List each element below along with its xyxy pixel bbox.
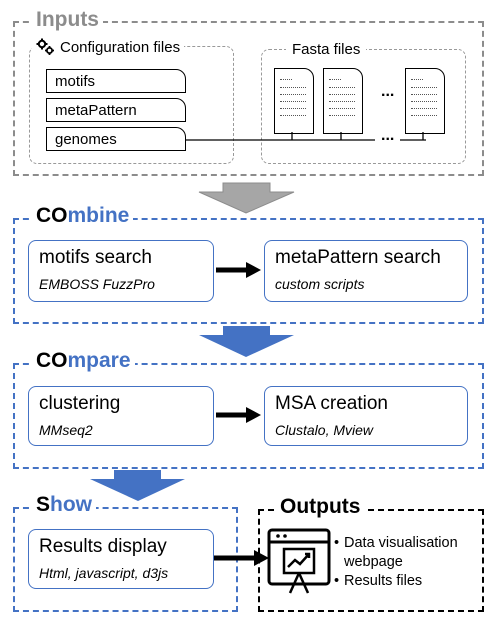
results-display-tools: Html, javascript, d3js: [39, 565, 169, 581]
gears-icon: [36, 38, 56, 56]
combine-title-suffix: mbine: [67, 204, 130, 227]
down-arrow-inputs-combine: [198, 182, 295, 214]
metapattern-search-box: metaPattern search custom scripts: [264, 240, 468, 302]
fasta-document-icon: [323, 68, 363, 134]
results-display-label: Results display: [39, 536, 167, 557]
compare-frame: [13, 363, 484, 469]
clustering-box: clustering MMseq2: [28, 386, 214, 446]
motifs-search-tool: EMBOSS FuzzPro: [39, 276, 155, 292]
down-arrow-combine-compare: [199, 326, 294, 357]
combine-title-prefix: CO: [36, 204, 68, 227]
down-arrow-compare-show: [90, 470, 185, 501]
clustering-label: clustering: [39, 393, 121, 414]
msa-creation-tools: Clustalo, Mview: [275, 422, 374, 438]
config-panel-header: Configuration files: [32, 38, 185, 56]
motifs-search-box: motifs search EMBOSS FuzzPro: [28, 240, 214, 302]
outputs-item: • Results files: [334, 572, 476, 591]
outputs-title: Outputs: [276, 495, 365, 519]
results-display-box: Results display Html, javascript, d3js: [28, 529, 214, 589]
fasta-panel-label: Fasta files: [286, 41, 367, 58]
config-item-genomes: genomes: [46, 127, 186, 151]
inputs-title: Inputs: [32, 8, 103, 32]
clustering-tool: MMseq2: [39, 422, 93, 438]
combine-frame: [13, 218, 484, 324]
compare-title-suffix: mpare: [67, 349, 131, 372]
combine-title: COmbine: [32, 204, 134, 228]
outputs-item-text: Results files: [344, 573, 423, 589]
bullet-icon: •: [334, 535, 340, 551]
ellipsis-files: ...: [381, 83, 395, 100]
compare-title: COmpare: [32, 349, 135, 373]
show-title-suffix: how: [50, 493, 93, 516]
outputs-list: • Data visualisation webpage • Results f…: [334, 534, 476, 591]
outputs-item-text: Data visualisation webpage: [344, 535, 458, 570]
show-title-prefix: S: [36, 493, 51, 516]
metapattern-search-label: metaPattern search: [275, 247, 441, 268]
metapattern-search-tool: custom scripts: [275, 276, 365, 292]
presentation-chart-icon: [266, 527, 332, 597]
ellipsis-connector: ...: [381, 127, 395, 144]
outputs-item: • Data visualisation webpage: [334, 534, 476, 572]
show-title: Show: [32, 493, 97, 517]
config-item-motifs: motifs: [46, 69, 186, 93]
fasta-document-icon: [274, 68, 314, 134]
fasta-document-icon: [405, 68, 445, 134]
msa-creation-box: MSA creation Clustalo, Mview: [264, 386, 468, 446]
config-panel-label: Configuration files: [60, 38, 181, 56]
msa-creation-label: MSA creation: [275, 393, 388, 414]
inputs-frame: [13, 21, 484, 176]
bullet-icon: •: [334, 573, 340, 589]
compare-title-prefix: CO: [36, 349, 68, 372]
config-item-metapattern: metaPattern: [46, 98, 186, 122]
motifs-search-label: motifs search: [39, 247, 152, 268]
